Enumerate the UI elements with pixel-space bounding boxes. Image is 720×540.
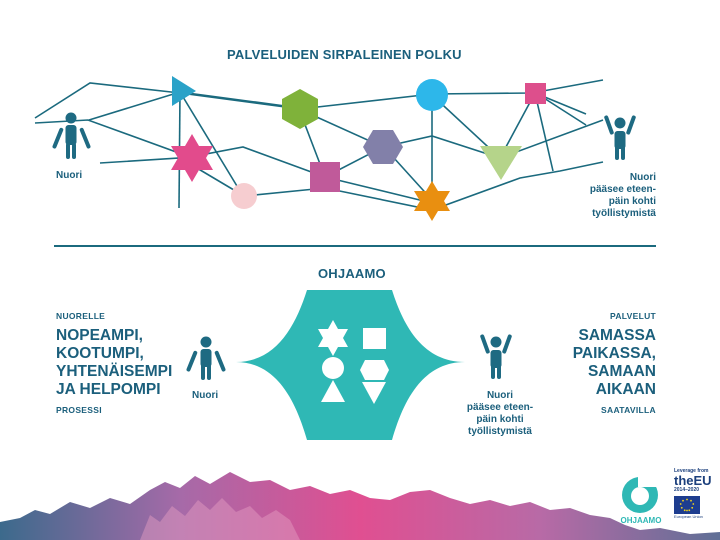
triangle-shape-lime [480,146,522,180]
person-icon-bottom-left [186,336,226,380]
eu-big-text: theEU [674,473,712,488]
circle-shape-light-pink [231,183,257,209]
star-shape-orange [414,181,450,221]
top-left-person-label: Nuori [56,170,83,181]
right-benefits: SAMASSA PAIKASSA, SAMAAN AIKAAN [572,327,656,398]
hub-icons [318,320,389,404]
square-shape-pink [525,83,546,104]
square-icon [363,328,386,349]
fragmented-path-network [34,76,656,247]
person-icon-left [52,112,91,159]
eu-flag-icon [674,496,700,514]
eu-caption: European Union [674,514,703,519]
star-shape-pink [171,134,213,182]
hexagon-shape-green [282,89,318,129]
circle-icon [322,357,344,379]
top-right-person-label: Nuori pääsee eteen- päin kohti työllisty… [589,172,656,219]
square-shape-rose [310,162,340,192]
top-title: PALVELUIDEN SIRPALEINEN POLKU [227,47,462,62]
eu-small-text: Leverage from [674,468,709,474]
triangle-shape-blue [172,76,196,106]
ohjaamo-logo-text: OHJAAMO [620,516,662,525]
person-icon-bottom-right [480,334,512,379]
right-heading: PALVELUT [610,311,656,321]
hexagon-icon [360,360,389,380]
bottom-right-person-label: Nuori pääsee eteen- päin kohti työllisty… [466,390,534,437]
right-footer: SAATAVILLA [601,405,656,415]
hub-shape [236,290,465,440]
ohjaamo-logo: OHJAAMO [616,470,666,530]
eu-logo: Leverage from theEU 2014–2020 European U… [674,468,714,528]
left-footer: PROSESSI [56,405,102,415]
triangle-down-icon [362,382,386,404]
eu-years-text: 2014–2020 [674,487,700,493]
ohjaamo-title: OHJAAMO [318,266,386,281]
ohjaamo-hub-diagram [186,290,512,440]
left-heading: NUORELLE [56,311,106,321]
person-icon-right [604,115,636,160]
left-benefits: NOPEAMPI, KOOTUMPI, YHTENÄISEMPI JA HELP… [56,327,173,398]
footer-paint-band [0,472,720,540]
hexagon-shape-purple [363,130,403,164]
ohjaamo-logo-mark [622,474,664,513]
star-icon [318,320,348,356]
triangle-up-icon [321,380,345,402]
circle-shape-blue [416,79,448,111]
bottom-left-person-label: Nuori [192,390,219,401]
